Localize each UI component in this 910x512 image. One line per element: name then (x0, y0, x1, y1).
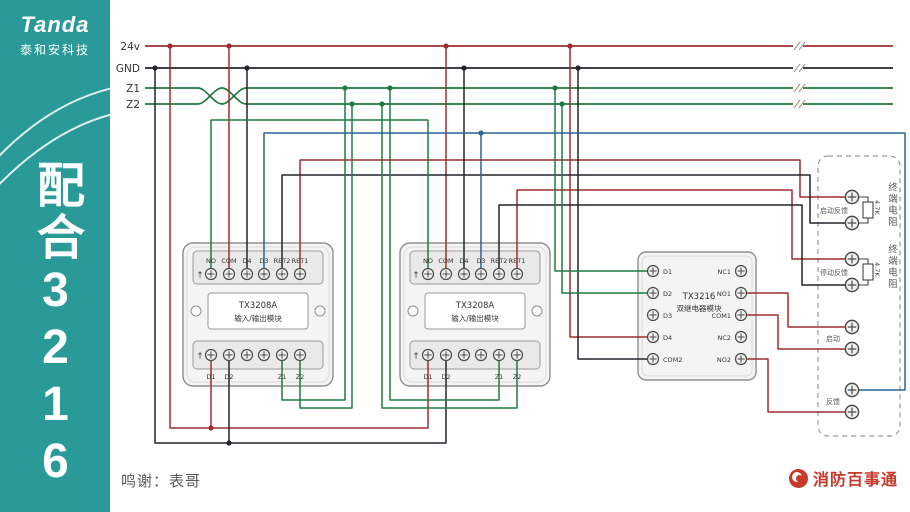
module-subtitle: 双继电器模块 (677, 303, 722, 313)
bus-label-z2: Z2 (126, 99, 140, 111)
terminal-label: NO2 (717, 356, 731, 364)
terminal-label: Z2 (296, 373, 305, 381)
bus-label-z1: Z1 (126, 83, 140, 95)
terminal-label: D2 (441, 373, 450, 381)
up-arrow-icon: ↑ (196, 352, 204, 362)
sidebar: Tanda 泰和安科技 配合3216 (0, 0, 110, 512)
module-name: TX3208A (238, 301, 278, 311)
group-label-stop-feedback: 停动反馈 (820, 268, 848, 277)
module-tx3208a-2 (399, 242, 551, 387)
terminal-label: COM (221, 257, 236, 265)
bus-break-marks (793, 41, 806, 109)
terminal-label: NC2 (717, 334, 731, 342)
junction-dots (152, 43, 581, 446)
tanda-logo-subtext: 泰和安科技 (19, 43, 90, 57)
terminal-label: COM2 (663, 356, 682, 364)
terminal-label: D4 (663, 334, 672, 342)
module-tx3216-relay (637, 251, 757, 381)
field-terminals (844, 189, 860, 420)
terminal-resistor-note: 终端电阻 (886, 244, 897, 290)
terminal-resistor-note: 终端电阻 (886, 182, 897, 228)
module-name: TX3208A (455, 301, 495, 311)
terminal-label: D3 (663, 312, 672, 320)
terminal-label: NO1 (717, 290, 731, 298)
field-terminal-box (817, 155, 901, 437)
tanda-logo-text: Tanda (20, 12, 90, 37)
terminal-label: RET1 (292, 257, 309, 265)
resistor-value: 4.7K (873, 200, 881, 215)
page-title-vertical: 配合3216 (29, 160, 82, 492)
terminal-label: D4 (459, 257, 468, 265)
decorative-arcs (0, 87, 110, 185)
group-label-start-feedback: 启动反馈 (820, 206, 848, 215)
group-label-start: 启动 (826, 334, 840, 343)
credit-text: 鸣谢：表哥 (121, 473, 202, 490)
terminal-label: COM1 (712, 312, 731, 320)
terminal-label: RET2 (491, 257, 508, 265)
module-name: TX3216 (682, 292, 716, 302)
up-arrow-icon: ↑ (196, 271, 204, 281)
bus-label-24v: 24v (120, 41, 140, 53)
group-label-feedback: 反馈 (826, 397, 840, 406)
terminal-label: D3 (476, 257, 485, 265)
terminal-label: D4 (242, 257, 251, 265)
module-subtitle: 输入/输出模块 (234, 313, 282, 323)
up-arrow-icon: ↑ (412, 271, 420, 281)
terminal-label: Z2 (513, 373, 522, 381)
module-tx3208a-1 (182, 242, 334, 387)
terminal-label: D1 (663, 268, 672, 276)
terminal-label: D3 (259, 257, 268, 265)
terminal-label: D2 (663, 290, 672, 298)
brand-footer: 消防百事通 (789, 466, 898, 490)
terminal-label: D1 (206, 373, 215, 381)
module-subtitle: 输入/输出模块 (451, 313, 499, 323)
terminal-label: RET1 (509, 257, 526, 265)
terminal-label: NO (423, 257, 433, 265)
terminal-label: NC1 (717, 268, 731, 276)
fire-brand-icon (789, 468, 808, 488)
terminal-label: Z1 (278, 373, 287, 381)
power-bus-lines (145, 45, 893, 105)
terminal-label: D1 (423, 373, 432, 381)
wires (154, 46, 906, 444)
terminal-label: Z1 (495, 373, 504, 381)
terminal-label: COM (438, 257, 453, 265)
brand-name: 消防百事通 (813, 472, 899, 489)
terminal-label: NO (206, 257, 216, 265)
up-arrow-icon: ↑ (412, 352, 420, 362)
resistor-value: 4.7K (873, 262, 881, 277)
tanda-logo: Tanda 泰和安科技 (0, 12, 110, 58)
terminal-label: D2 (224, 373, 233, 381)
terminal-label: RET2 (274, 257, 291, 265)
bus-label-gnd: GND (116, 63, 140, 75)
